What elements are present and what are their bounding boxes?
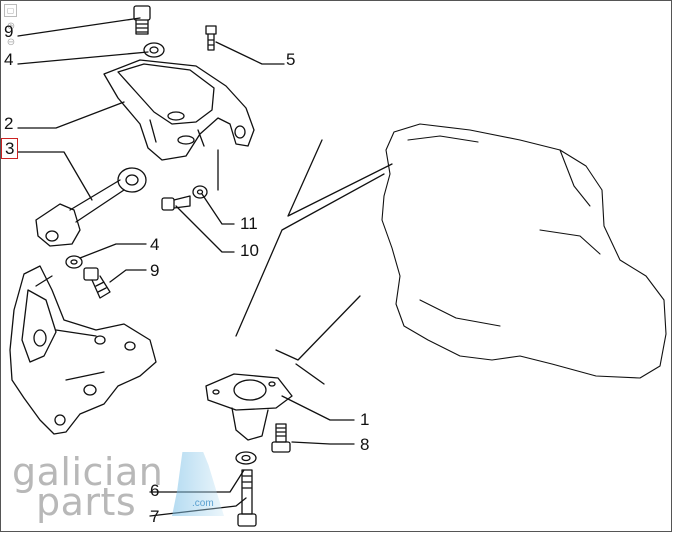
callout-2[interactable]: 2 <box>4 114 14 133</box>
bolt-10 <box>161 195 191 211</box>
callout-7[interactable]: 7 <box>150 507 160 526</box>
callout-5[interactable]: 5 <box>286 50 296 69</box>
callout-10[interactable]: 10 <box>240 241 259 260</box>
callout-8[interactable]: 8 <box>360 435 370 454</box>
zoom-out-icon[interactable]: ⊖ <box>6 36 16 48</box>
lower-support-bracket <box>9 265 157 435</box>
stud-5 <box>205 25 217 51</box>
leader-9b <box>109 269 147 283</box>
assembly-guides <box>235 139 393 385</box>
washer-6 <box>235 451 257 465</box>
callout-4-middle[interactable]: 4 <box>150 235 160 254</box>
callout-9-middle[interactable]: 9 <box>150 261 160 280</box>
callout-4-top[interactable]: 4 <box>4 50 14 69</box>
bolt-8 <box>271 423 291 453</box>
bolt-9-middle <box>83 267 111 299</box>
bolt-7-long <box>237 469 257 527</box>
leader-4a <box>17 51 149 65</box>
leader-2 <box>17 101 125 129</box>
gearbox-outline <box>381 123 667 379</box>
leader-5 <box>215 41 285 65</box>
frame-icon[interactable]: ▢ <box>4 4 17 17</box>
leader-7 <box>149 497 247 517</box>
callout-3[interactable]: 3 <box>0 138 19 159</box>
leader-11 <box>201 193 235 225</box>
callout-11[interactable]: 11 <box>240 214 258 233</box>
leader-3 <box>17 151 93 201</box>
washer-4-top <box>143 42 165 58</box>
washer-4-middle <box>65 255 83 269</box>
leader-6 <box>149 469 245 493</box>
bolt-9-top <box>133 5 151 35</box>
washer-11 <box>192 185 208 199</box>
leader-10 <box>175 205 235 253</box>
engine-mount-1 <box>205 373 293 441</box>
callout-9-top[interactable]: 9 <box>4 22 14 41</box>
leader-4b <box>79 243 147 259</box>
zoom-toolbar: ▢ ⊕ ⊖ <box>4 4 20 49</box>
torque-link-rod <box>35 167 147 247</box>
zoom-in-icon[interactable]: ⊕ <box>6 20 16 32</box>
leader-9a <box>17 17 141 37</box>
leader-1 <box>281 395 355 421</box>
upper-bracket <box>103 59 255 161</box>
callout-1[interactable]: 1 <box>360 410 370 429</box>
callout-6[interactable]: 6 <box>150 481 160 500</box>
leader-8 <box>291 441 355 445</box>
